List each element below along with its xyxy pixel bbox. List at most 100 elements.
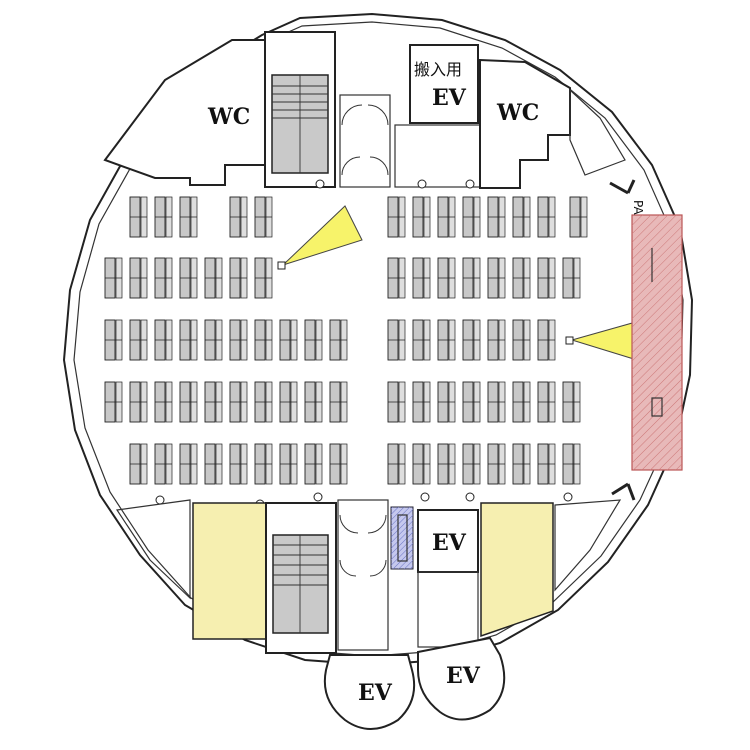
bottom-right-wall bbox=[554, 499, 622, 592]
desk bbox=[569, 196, 588, 238]
desk bbox=[387, 319, 406, 361]
door-top-2 bbox=[367, 104, 389, 126]
ev-bottom-right-label: EV bbox=[446, 663, 481, 689]
desk bbox=[254, 257, 273, 299]
desk bbox=[387, 196, 406, 238]
desk bbox=[179, 443, 198, 485]
door-bottom-3 bbox=[339, 559, 357, 577]
storage-right bbox=[480, 502, 554, 638]
desk bbox=[254, 381, 273, 423]
desk bbox=[487, 319, 506, 361]
desk bbox=[437, 319, 456, 361]
desk bbox=[387, 257, 406, 299]
desk bbox=[387, 443, 406, 485]
desk bbox=[204, 257, 223, 299]
desk bbox=[304, 381, 323, 423]
desk bbox=[254, 196, 273, 238]
storage-left bbox=[192, 502, 267, 640]
stage-lectern bbox=[651, 397, 663, 417]
desk bbox=[412, 319, 431, 361]
desk bbox=[462, 381, 481, 423]
desk bbox=[254, 319, 273, 361]
desk bbox=[562, 257, 581, 299]
desk bbox=[537, 381, 556, 423]
door-bottom-4 bbox=[369, 559, 387, 577]
desk bbox=[537, 196, 556, 238]
desk bbox=[179, 381, 198, 423]
door-bottom-1 bbox=[339, 514, 359, 534]
desk bbox=[279, 319, 298, 361]
desk bbox=[412, 443, 431, 485]
ev-bottom-right-pod bbox=[417, 636, 506, 721]
desk bbox=[254, 443, 273, 485]
wc-left-label: WC bbox=[207, 104, 250, 130]
desk bbox=[279, 443, 298, 485]
desk bbox=[129, 381, 148, 423]
projector-left bbox=[277, 261, 286, 270]
desk bbox=[179, 319, 198, 361]
ev-bottom-left-label: EV bbox=[358, 680, 393, 706]
desk bbox=[512, 196, 531, 238]
wc-left-room bbox=[103, 39, 266, 186]
utility-inner bbox=[397, 514, 408, 562]
desk bbox=[437, 257, 456, 299]
ev-center-lobby bbox=[417, 571, 479, 648]
freight-ev-label: EV bbox=[432, 85, 467, 111]
desk bbox=[154, 443, 173, 485]
bottom-left-wall bbox=[115, 499, 191, 600]
door-top-3 bbox=[341, 156, 361, 176]
freight-ev-note: 搬入用 bbox=[414, 60, 462, 79]
right-service-wedge bbox=[569, 88, 626, 176]
desk bbox=[154, 196, 173, 238]
desk bbox=[329, 319, 348, 361]
desk bbox=[104, 257, 123, 299]
desk bbox=[204, 443, 223, 485]
stair-bottom-steps bbox=[273, 535, 328, 633]
utility-shaft-hatch bbox=[391, 507, 413, 569]
desk bbox=[129, 196, 148, 238]
desk bbox=[154, 257, 173, 299]
desk bbox=[179, 196, 198, 238]
desk bbox=[329, 381, 348, 423]
desk bbox=[537, 319, 556, 361]
speaker-bottom bbox=[611, 482, 636, 501]
desk bbox=[104, 381, 123, 423]
desk bbox=[562, 381, 581, 423]
ev-center-label: EV bbox=[432, 530, 467, 556]
desk bbox=[462, 319, 481, 361]
ev-bottom-left-pod bbox=[323, 654, 416, 730]
bottom-corridor bbox=[337, 499, 389, 651]
door-top-1 bbox=[341, 104, 363, 126]
desk bbox=[229, 257, 248, 299]
pa-label: PA bbox=[631, 200, 645, 215]
desk bbox=[104, 319, 123, 361]
desk bbox=[487, 443, 506, 485]
desk bbox=[154, 319, 173, 361]
desk bbox=[129, 319, 148, 361]
wc-right-room bbox=[479, 58, 571, 189]
freight-ev-room bbox=[409, 44, 479, 124]
desk bbox=[279, 381, 298, 423]
speaker-top bbox=[609, 179, 636, 195]
door-bottom-2 bbox=[367, 514, 387, 534]
ev-center-room bbox=[417, 509, 479, 573]
desk bbox=[487, 381, 506, 423]
desk bbox=[512, 319, 531, 361]
desk bbox=[462, 196, 481, 238]
desk bbox=[537, 443, 556, 485]
desk bbox=[304, 319, 323, 361]
seating-rows bbox=[104, 196, 588, 485]
desk bbox=[154, 381, 173, 423]
desk bbox=[437, 381, 456, 423]
desk bbox=[412, 196, 431, 238]
desk bbox=[179, 257, 198, 299]
desk bbox=[537, 257, 556, 299]
stair-top-steps bbox=[272, 75, 328, 173]
desk bbox=[412, 381, 431, 423]
desk bbox=[512, 381, 531, 423]
desk bbox=[229, 319, 248, 361]
hall-outer-wall bbox=[62, 12, 694, 667]
desk bbox=[412, 257, 431, 299]
desk bbox=[437, 196, 456, 238]
